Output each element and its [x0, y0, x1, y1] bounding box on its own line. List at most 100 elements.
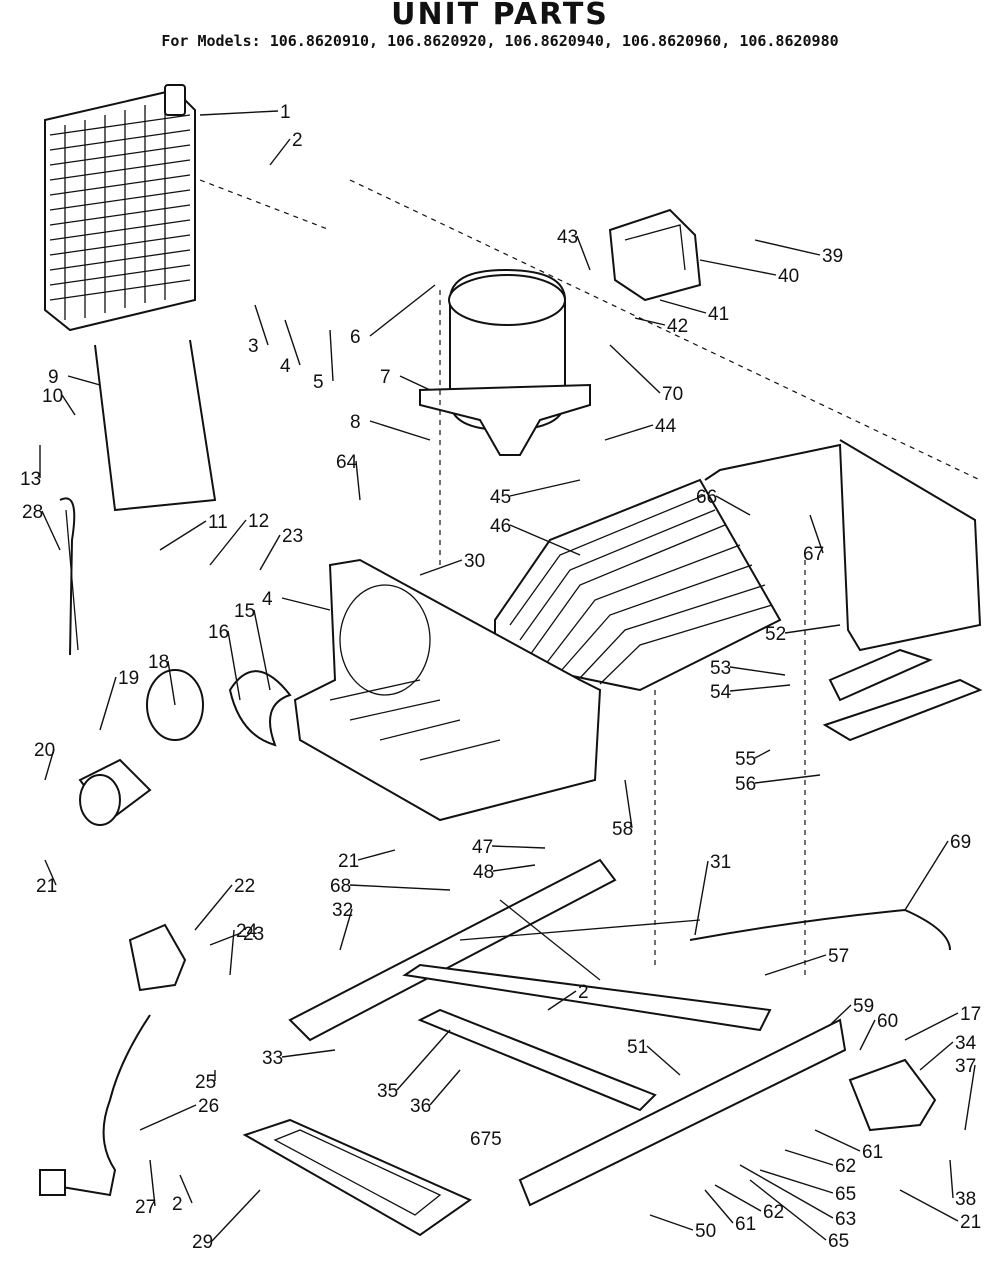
callout-51: 51: [627, 1037, 648, 1058]
control-block: [128, 923, 187, 992]
callout-10: 10: [42, 386, 63, 407]
leader-line-48: [492, 864, 536, 872]
leader-line-41: [659, 299, 707, 314]
leader-line-21: [44, 859, 57, 886]
leader-line-38: [949, 1159, 954, 1199]
callout-17: 17: [960, 1004, 981, 1025]
callout-2: 2: [292, 130, 303, 151]
callout-38: 38: [955, 1189, 976, 1210]
leader-line-43: [576, 235, 591, 271]
callout-46: 46: [490, 516, 511, 537]
leader-line-8: [369, 420, 431, 441]
drain-tube: [94, 339, 217, 512]
leader-line-61: [704, 1189, 734, 1224]
callout-47: 47: [472, 837, 493, 858]
leader-line-4: [281, 597, 331, 611]
callout-16: 16: [208, 622, 229, 643]
callout-68: 68: [330, 876, 351, 897]
leader-line-17: [904, 1012, 959, 1041]
callout-28: 28: [22, 502, 43, 523]
callout-21: 21: [36, 876, 57, 897]
callout-6: 6: [350, 327, 361, 348]
callout-34: 34: [955, 1033, 977, 1054]
callout-35: 35: [377, 1081, 398, 1102]
callout-55: 55: [735, 749, 756, 770]
evaporator-coil: [494, 478, 782, 692]
callout-30: 30: [464, 551, 485, 572]
callout-37: 37: [955, 1056, 976, 1077]
leader-line-9: [67, 375, 101, 386]
leader-line-44: [604, 424, 654, 441]
leader-line-42: [634, 317, 666, 326]
models-subtitle: For Models: 106.8620910, 106.8620920, 10…: [161, 32, 839, 50]
callout-45: 45: [490, 487, 511, 508]
callout-60: 60: [877, 1011, 898, 1032]
fan-bracket: [293, 558, 602, 822]
callout-27: 27: [135, 1197, 156, 1218]
defrost-timer: [848, 1058, 937, 1132]
callout-22: 22: [234, 876, 255, 897]
callout-4: 4: [262, 589, 273, 610]
compressor: [419, 268, 591, 456]
callout-62: 62: [763, 1202, 784, 1223]
leader-line-62: [714, 1184, 762, 1212]
callout-54: 54: [710, 682, 732, 703]
leader-line-24: [229, 929, 235, 976]
leader-line-2: [179, 1174, 193, 1204]
discharge-tube: [704, 439, 982, 652]
leader-line-39: [754, 239, 821, 256]
relay-cover: [608, 208, 702, 302]
leader-line-70: [609, 344, 661, 394]
page-mark: 675: [470, 1129, 502, 1150]
callout-15: 15: [234, 601, 255, 622]
leader-line-50: [649, 1214, 694, 1231]
leader-line-18: [167, 660, 176, 706]
callout-29: 29: [192, 1232, 213, 1253]
leader-line-5: [329, 329, 334, 382]
page-title: UNIT PARTS: [391, 0, 609, 32]
callout-26: 26: [198, 1096, 219, 1117]
leader-line-26: [139, 1104, 197, 1131]
callout-67: 67: [803, 544, 824, 565]
leader-line-47: [491, 845, 546, 849]
leader-line-4: [284, 319, 301, 366]
callout-19: 19: [118, 668, 139, 689]
leader-line-23: [209, 932, 242, 946]
callout-41: 41: [708, 304, 729, 325]
condenser-coil: [44, 84, 196, 332]
leader-line-35: [396, 1029, 451, 1091]
leader-line-68: [349, 884, 451, 891]
callout-66: 66: [696, 487, 717, 508]
callout-61: 61: [862, 1142, 883, 1163]
leader-line-66: [715, 495, 751, 516]
tube-28: [59, 497, 76, 656]
callout-21: 21: [338, 851, 359, 872]
callout-2: 2: [578, 982, 589, 1003]
callout-1: 1: [280, 102, 291, 123]
callout-61: 61: [735, 1214, 756, 1235]
callout-4: 4: [280, 356, 291, 377]
leader-line-64: [355, 460, 361, 501]
drain-pan: [242, 1118, 473, 1237]
leader-line-45: [509, 479, 581, 497]
callout-59: 59: [853, 996, 874, 1017]
callout-31: 31: [710, 852, 731, 873]
callout-23: 23: [243, 924, 264, 945]
callout-53: 53: [710, 658, 731, 679]
leader-line-27: [149, 1159, 156, 1207]
leader-line-32: [339, 908, 353, 951]
leader-line-12: [209, 519, 247, 566]
callout-65: 65: [828, 1231, 849, 1252]
leader-line-57: [764, 954, 827, 976]
leader-line-67: [809, 514, 824, 554]
callout-21: 21: [960, 1212, 981, 1233]
callout-50: 50: [695, 1221, 716, 1242]
callout-32: 32: [332, 900, 353, 921]
leader-line-60: [859, 1019, 876, 1051]
callout-40: 40: [778, 266, 799, 287]
callout-65: 65: [835, 1184, 856, 1205]
leader-line-53: [729, 666, 786, 676]
